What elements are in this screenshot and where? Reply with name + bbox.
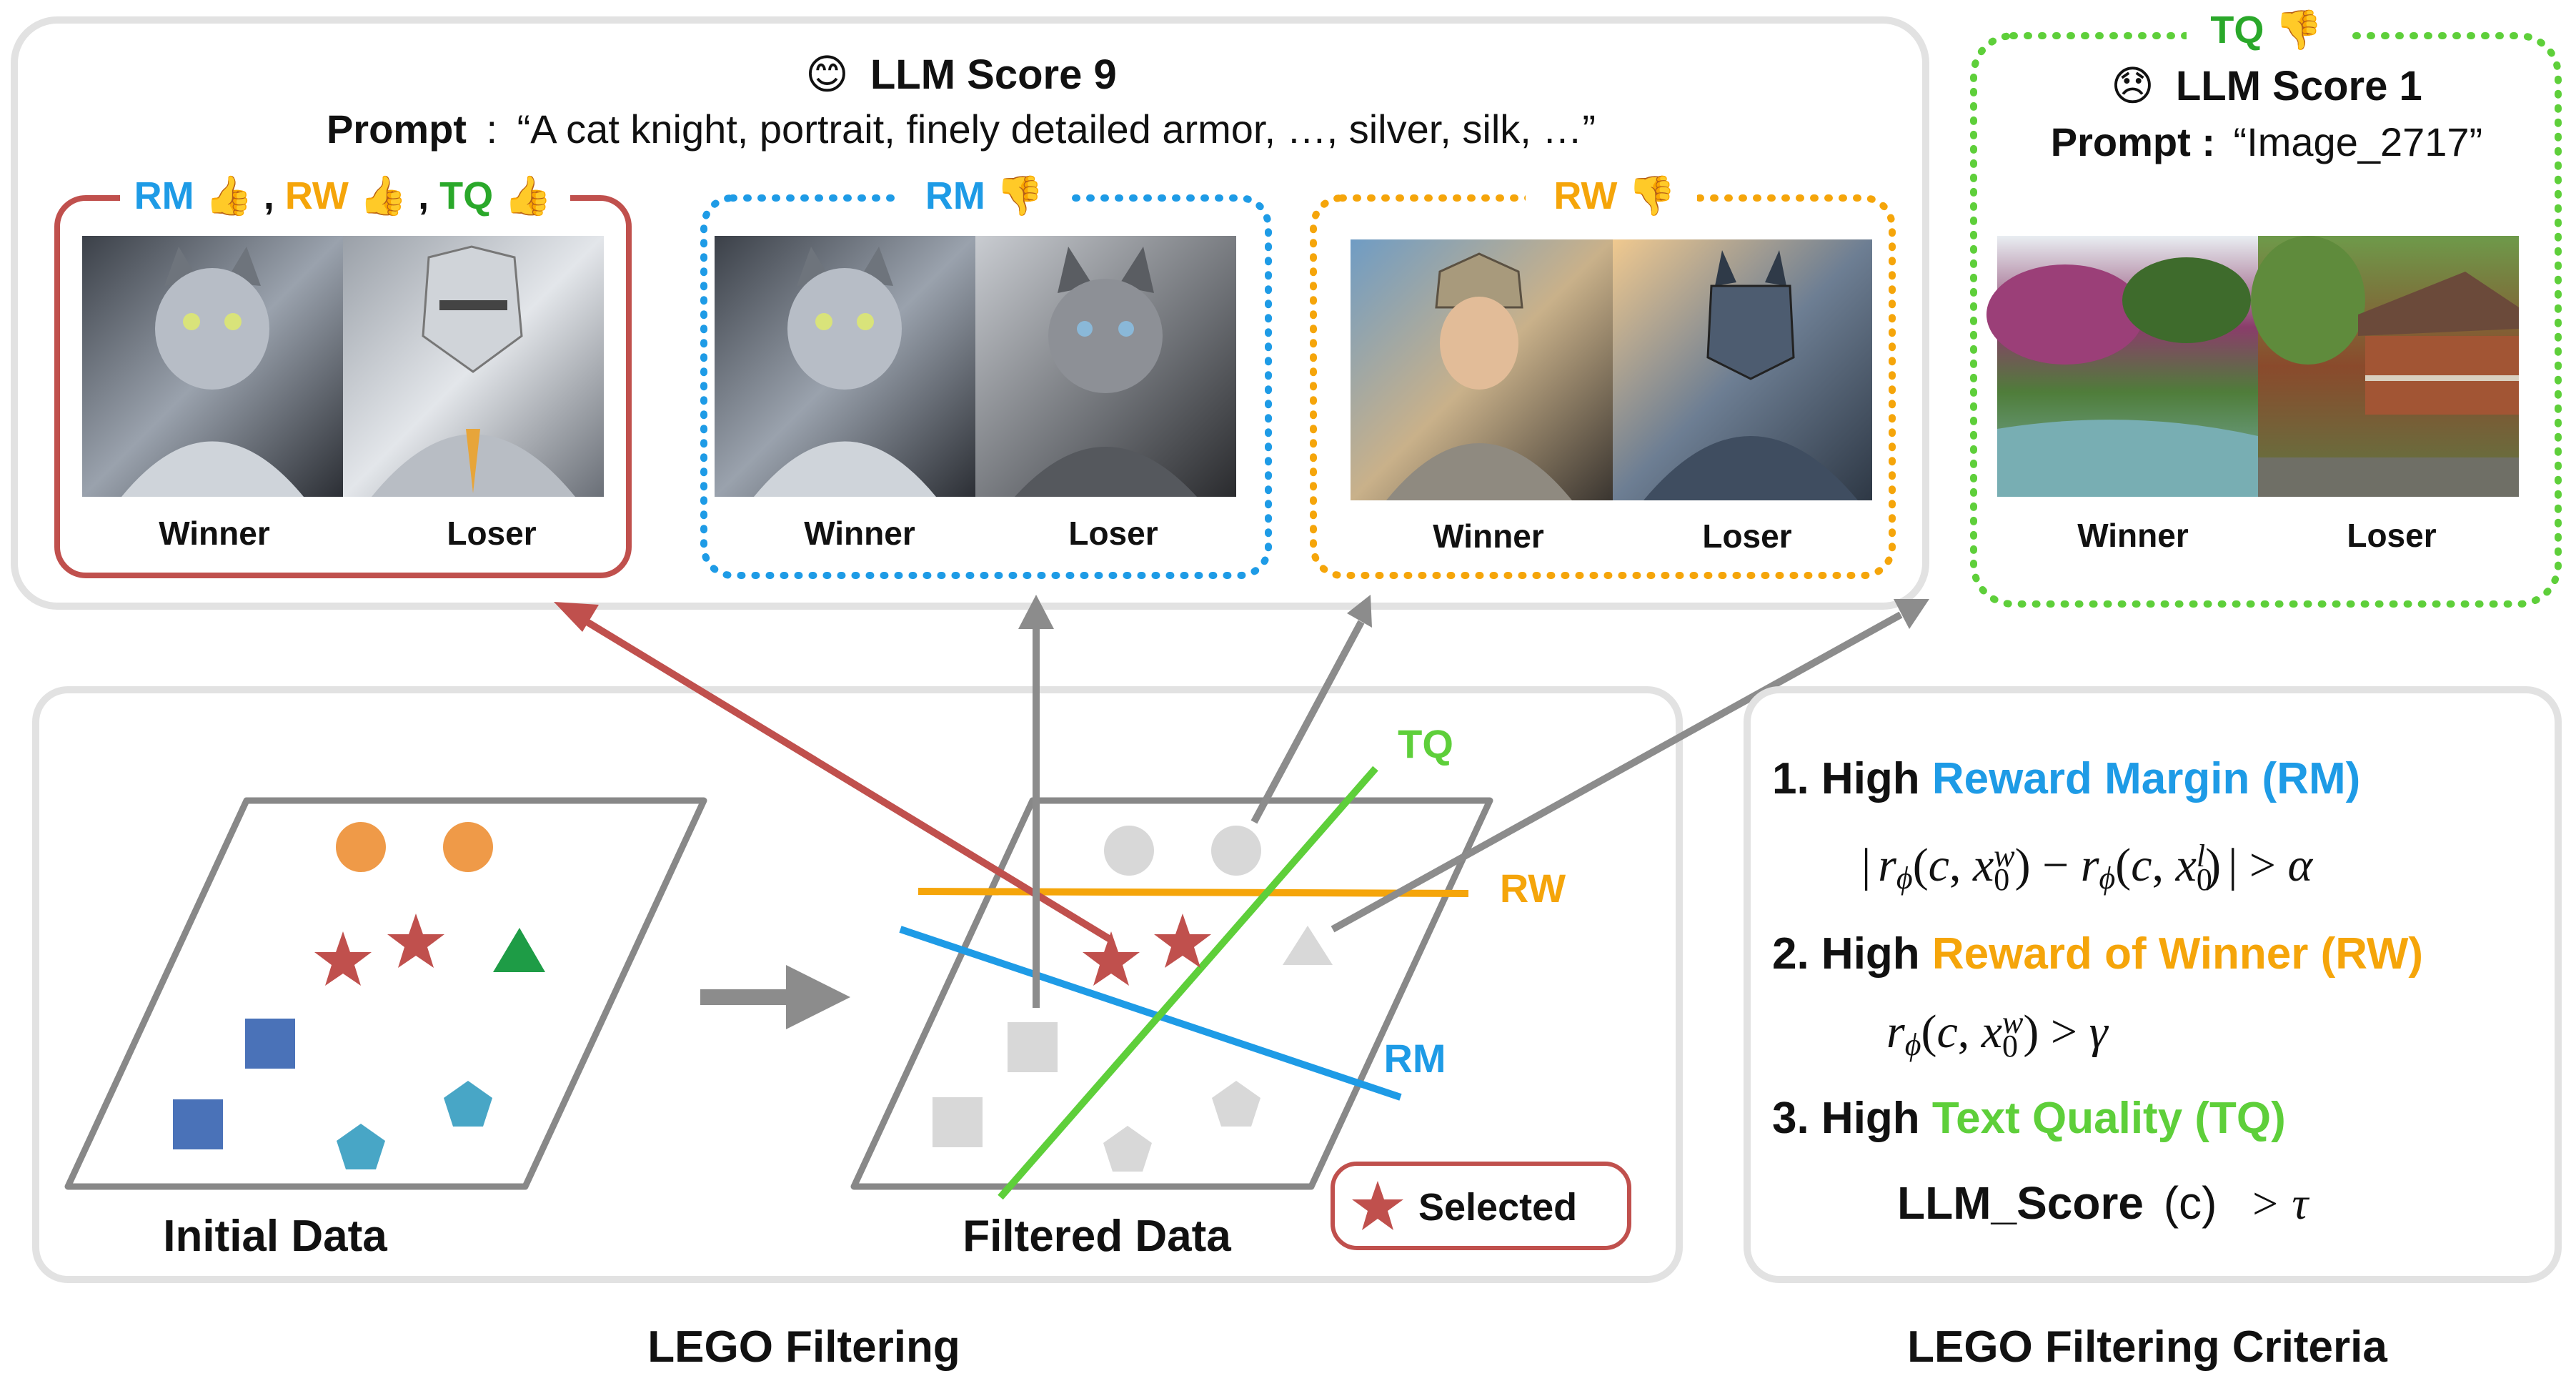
winner-label: Winner — [1433, 518, 1544, 555]
thumbs-down-icon: 👎 — [2274, 9, 2322, 51]
llm-score-heading: 😊 LLM Score 9 — [805, 51, 1116, 98]
loser-image-bat-knight — [1613, 239, 1872, 500]
initial-data-label: Initial Data — [163, 1212, 387, 1261]
rm-threshold-line — [899, 926, 1402, 1101]
pair-card-rm: RM 👎 Winner Loser — [700, 174, 1272, 579]
winner-image-female-warrior — [1351, 239, 1613, 500]
teal-pentagon — [444, 1081, 492, 1127]
teal-pentagon — [337, 1124, 385, 1169]
rw-line-label: RW — [1500, 866, 1566, 911]
pair-tags-rw: RW 👎 — [1553, 174, 1676, 217]
prompt-line: Prompt : “A cat knight, portrait, finely… — [327, 107, 1596, 152]
red-star-selected — [1154, 914, 1211, 968]
winner-image-cat-knight — [82, 236, 343, 497]
prompt-separator: : — [487, 107, 498, 152]
red-star — [314, 931, 372, 986]
filtered-data-label: Filtered Data — [963, 1212, 1231, 1261]
loser-image-tabby-cat — [975, 236, 1236, 497]
arrow-to-pair-all — [573, 611, 1113, 944]
formula-llm-score: LLM_Score (c) > τ — [1897, 1177, 2309, 1229]
pair-tags-all: RM 👍 , RW 👍 , TQ 👍 — [134, 174, 552, 217]
pair-tags-rm: RM 👎 — [925, 174, 1044, 217]
tq-llm-score: 😞 LLM Score 1 — [2111, 63, 2422, 109]
arrow-head-icon — [1894, 599, 1929, 629]
gray-pentagon — [1103, 1126, 1152, 1172]
green-triangle — [493, 928, 545, 972]
thumbs-up-icon: 👍 — [205, 174, 253, 217]
gray-square — [933, 1097, 983, 1147]
arrow-to-tq-panel — [1331, 611, 1903, 933]
star-icon — [1352, 1181, 1403, 1230]
gray-triangle — [1283, 926, 1333, 965]
pair-card-all: RM 👍 , RW 👍 , TQ 👍 Winner Loser — [54, 174, 632, 578]
lego-filtering-caption: LEGO Filtering — [647, 1322, 960, 1372]
lego-filtering-criteria-caption: LEGO Filtering Criteria — [1907, 1322, 2387, 1372]
tq-line-label: TQ — [1398, 721, 1453, 766]
prompt-label: Prompt — [327, 107, 467, 152]
initial-data-plane — [64, 797, 707, 1190]
thumbs-up-icon: 👍 — [359, 174, 407, 217]
prompt-text: “A cat knight, portrait, finely detailed… — [517, 107, 1596, 152]
thumbs-down-icon: 👎 — [1628, 174, 1676, 217]
winner-image-cat-knight — [715, 236, 975, 497]
arrow-head-icon — [554, 602, 599, 632]
arrow-head-icon — [1018, 595, 1054, 629]
orange-circle — [443, 822, 493, 872]
arrow-head-icon — [786, 965, 850, 1029]
tq-threshold-line — [998, 766, 1378, 1200]
orange-circle — [336, 822, 386, 872]
arrow-head-icon — [1347, 595, 1372, 628]
winner-label: Winner — [804, 515, 915, 552]
filtered-data-plane — [850, 797, 1493, 1190]
criterion-tq: 3. High Text Quality (TQ) — [1772, 1094, 2286, 1143]
tq-tag: TQ 👎 — [2210, 9, 2322, 51]
selected-label: Selected — [1418, 1186, 1577, 1229]
blue-square — [173, 1099, 223, 1149]
gray-pentagon — [1212, 1081, 1260, 1127]
loser-label: Loser — [1068, 515, 1158, 552]
formula-reward-margin: |rϕ(c, x0w) − rϕ(c, x0l)| > α — [1861, 838, 2314, 897]
criterion-rw: 2. High Reward of Winner (RW) — [1772, 929, 2423, 979]
selected-legend: Selected — [1331, 1162, 1631, 1250]
rm-line-label: RM — [1383, 1036, 1446, 1081]
blue-square — [245, 1019, 295, 1069]
tq-panel: TQ 👎 😞 LLM Score 1 Prompt : “Image_2717”… — [1970, 6, 2562, 608]
thumbs-up-icon: 👍 — [504, 174, 552, 217]
formula-reward-winner: rϕ(c, x0w) > γ — [1886, 1005, 2109, 1064]
winner-image-garden-pond — [1986, 236, 2258, 497]
winner-label: Winner — [159, 515, 270, 552]
loser-label: Loser — [1702, 518, 1791, 555]
loser-image-wooden-house — [2251, 236, 2519, 497]
criterion-rm: 1. High Reward Margin (RM) — [1772, 754, 2360, 803]
gray-circle — [1211, 826, 1261, 876]
llm-score-label: LLM Score 9 — [870, 51, 1117, 98]
rw-threshold-line — [917, 888, 1469, 897]
gray-circle — [1104, 826, 1154, 876]
sad-emoji-icon: 😞 — [2111, 63, 2154, 109]
loser-label: Loser — [447, 515, 536, 552]
loser-label: Loser — [2347, 517, 2436, 554]
thumbs-down-icon: 👎 — [996, 174, 1044, 217]
pair-card-rw: RW 👎 Winner Loser — [1310, 174, 1896, 579]
loser-image-armored-knight — [343, 236, 604, 497]
red-star — [387, 914, 444, 968]
red-star-selected — [1083, 931, 1140, 986]
arrow-to-pair-rw — [1250, 620, 1365, 824]
gray-square — [1008, 1022, 1058, 1072]
smile-emoji-icon: 😊 — [805, 51, 848, 98]
criteria-panel — [1744, 686, 2562, 1283]
tq-prompt-line: Prompt : “Image_2717” — [2051, 119, 2482, 164]
winner-label: Winner — [2077, 517, 2189, 554]
